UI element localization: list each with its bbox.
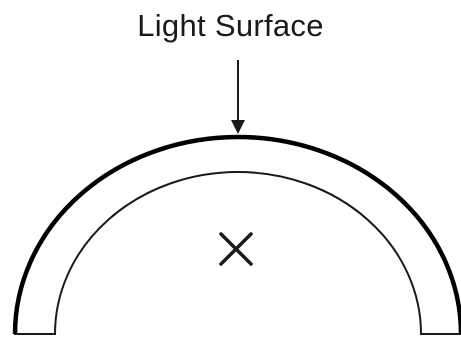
center-cross-mark xyxy=(219,232,253,266)
pointer-arrow xyxy=(231,60,245,134)
half-ring-arch xyxy=(13,136,461,335)
light-surface-edge xyxy=(12,134,461,335)
light-surface-label: Light Surface xyxy=(137,8,324,43)
